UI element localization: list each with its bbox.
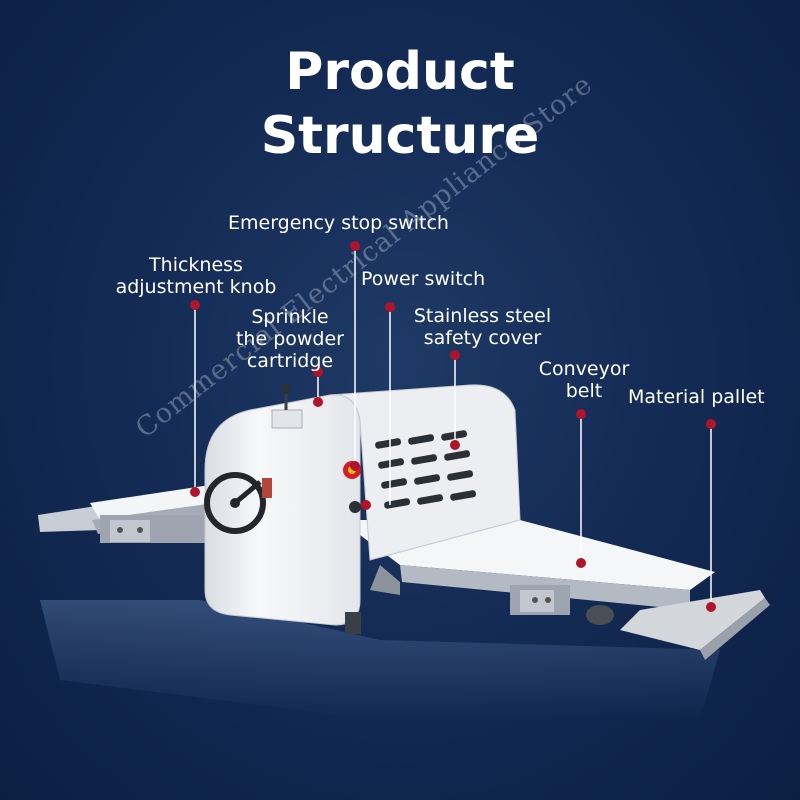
label-stainless-steel-safety-cover: Stainless steel safety cover bbox=[400, 305, 565, 349]
marker-sprinkle bbox=[313, 397, 323, 407]
leader-lines bbox=[194, 246, 712, 607]
machine-body bbox=[204, 384, 521, 634]
marker-thickness bbox=[190, 487, 200, 497]
label-sprinkle-powder-cartridge: Sprinkle the powder cartridge bbox=[224, 306, 356, 372]
label-sprinkle-line1: Sprinkle bbox=[251, 306, 329, 328]
label-conveyor-belt: Conveyor belt bbox=[525, 358, 643, 402]
marker-cover-top bbox=[450, 350, 460, 360]
label-conveyor-line2: belt bbox=[565, 380, 603, 402]
page-title-line1: Product bbox=[285, 42, 515, 102]
label-conveyor-line1: Conveyor bbox=[538, 358, 630, 380]
marker-conveyor bbox=[576, 558, 586, 568]
label-cover-line2: safety cover bbox=[423, 327, 542, 349]
label-cover-line1: Stainless steel bbox=[413, 305, 552, 327]
callout-markers bbox=[190, 241, 716, 612]
marker-emergency-stop-top bbox=[350, 241, 360, 251]
label-sprinkle-line2: the powder bbox=[235, 328, 344, 350]
marker-power bbox=[361, 500, 371, 510]
marker-pallet bbox=[706, 602, 716, 612]
label-power-switch: Power switch bbox=[361, 268, 486, 290]
label-thickness-line1: Thickness bbox=[149, 254, 243, 276]
marker-pallet-top bbox=[706, 419, 716, 429]
page-title-line2: Structure bbox=[260, 106, 540, 166]
marker-emergency-stop bbox=[350, 461, 360, 471]
marker-conveyor-top bbox=[576, 409, 586, 419]
marker-power-top bbox=[385, 302, 395, 312]
label-material-pallet: Material pallet bbox=[628, 386, 765, 408]
label-thickness-adjustment-knob: Thickness adjustment knob bbox=[100, 254, 292, 298]
marker-thickness-top bbox=[190, 300, 200, 310]
label-thickness-line2: adjustment knob bbox=[115, 276, 277, 298]
left-conveyor bbox=[38, 482, 236, 543]
label-emergency-stop-switch: Emergency stop switch bbox=[228, 212, 449, 234]
label-sprinkle-line3: cartridge bbox=[246, 350, 334, 372]
floor-reflection bbox=[40, 600, 720, 720]
marker-sprinkle-top bbox=[313, 367, 323, 377]
marker-cover bbox=[450, 440, 460, 450]
